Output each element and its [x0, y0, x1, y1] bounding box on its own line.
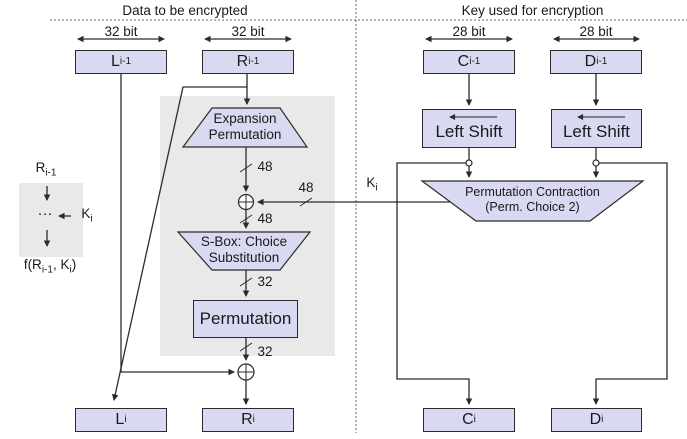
register-r-next-label: R	[241, 411, 253, 428]
perm-contraction-shape	[420, 180, 645, 222]
section-title-data: Data to be encrypted	[122, 3, 248, 18]
register-d-next-label: D	[589, 411, 602, 428]
expansion-permutation-label: Expansion Permutation	[183, 111, 307, 143]
legend-key-sub: i	[90, 213, 93, 225]
bit-label-cprev: 28 bit	[452, 24, 486, 39]
bus-label-48key: 48	[298, 180, 314, 195]
legend-input-label: Ri-1	[24, 160, 68, 179]
sbox-label: S-Box: Choice Substitution	[178, 234, 310, 266]
left-shift-c-label: Left Shift	[435, 122, 503, 141]
register-l-prev-label: L	[110, 53, 120, 70]
subkey-base: K	[366, 175, 376, 190]
legend-output-p2: , K	[52, 257, 70, 272]
section-title-key: Key used for encryption	[461, 3, 604, 18]
bus-label-32a: 32	[257, 274, 273, 289]
expansion-line2: Permutation	[208, 127, 282, 143]
wire-rprev-to-lnext	[112, 86, 247, 401]
wire-loop-to-cnext	[396, 162, 473, 405]
perm-contraction-line1: Permutation Contraction	[465, 185, 600, 199]
register-d-prev-label: D	[584, 53, 597, 70]
expansion-line1: Expansion	[213, 111, 277, 126]
legend-output-label: f(Ri-1, Ki)	[0, 257, 100, 276]
legend-panel	[19, 183, 83, 257]
permutation-block: Permutation	[193, 300, 298, 338]
register-c-prev-label: C	[457, 53, 470, 70]
wire-lprev-to-xor	[120, 74, 235, 376]
bus-tick-48b	[239, 214, 253, 224]
bit-label-lprev: 32 bit	[104, 24, 138, 39]
sbox-shape	[176, 231, 312, 271]
subkey-sub: i	[375, 182, 378, 194]
bus-tick-48a	[239, 163, 253, 173]
bus-label-48b: 48	[257, 211, 273, 226]
bus-tick-32a	[239, 277, 253, 287]
bus-label-32b: 32	[257, 344, 273, 359]
sbox-line2: Substitution	[208, 250, 280, 266]
register-l-next-label: L	[115, 411, 125, 428]
bit-label-dprev: 28 bit	[579, 24, 613, 39]
branch-node-d	[592, 159, 600, 167]
bus-label-48a: 48	[257, 159, 273, 174]
legend-output-p3: )	[71, 257, 77, 272]
legend-input-sub: i-1	[45, 167, 57, 179]
legend-input-base: R	[35, 160, 46, 175]
perm-contraction-label: Permutation Contraction (Perm. Choice 2)	[422, 185, 643, 215]
left-shift-d-block: Left Shift	[551, 109, 642, 148]
bit-label-rprev: 32 bit	[231, 24, 265, 39]
wire-loop-to-dnext	[592, 162, 668, 405]
sbox-line1: S-Box: Choice	[200, 234, 288, 249]
bus-tick-48key	[299, 197, 313, 207]
branch-node-c	[465, 159, 473, 167]
legend-output-s1: i-1	[41, 264, 53, 276]
legend-key-base: K	[81, 206, 91, 221]
legend-output-s2: i	[69, 264, 72, 276]
legend-dots: ···	[37, 205, 53, 222]
xor-icon	[237, 193, 255, 211]
expansion-permutation-shape	[181, 107, 309, 148]
permutation-label: Permutation	[199, 309, 292, 328]
left-shift-d-label: Left Shift	[562, 122, 631, 141]
legend-key-label: Ki	[74, 206, 100, 225]
xor-icon	[237, 363, 255, 381]
left-shift-c-block: Left Shift	[422, 109, 516, 148]
perm-contraction-line2: (Perm. Choice 2)	[485, 200, 580, 214]
bus-tick-32b	[239, 342, 253, 352]
legend-output-p1: f(R	[23, 257, 42, 272]
register-r-prev-label: R	[236, 53, 249, 70]
subkey-label: Ki	[358, 175, 386, 194]
register-c-next-label: C	[462, 411, 474, 428]
